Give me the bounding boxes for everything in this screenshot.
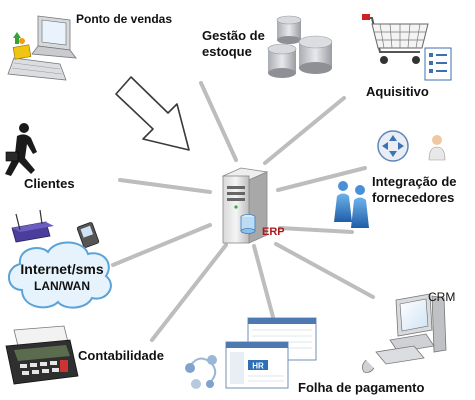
connector-contabilidade <box>150 243 228 342</box>
label-clientes: Clientes <box>24 176 75 191</box>
connector-estoque <box>199 81 238 162</box>
label-gestao-line1: Gestão de <box>202 28 265 43</box>
integration-hub-icon <box>377 130 409 162</box>
internet-cloud <box>8 241 112 309</box>
suppliers-people-icon <box>334 181 369 228</box>
label-integracao-line1: Integração de <box>372 174 457 189</box>
connector-clientes <box>118 178 212 194</box>
payroll-screens-icon: HR <box>225 317 317 389</box>
crm-computer-icon <box>362 293 447 373</box>
label-internet-lan-wan: Internet/sms LAN/WAN <box>14 260 110 294</box>
handheld-device-icon <box>76 222 100 248</box>
label-gestao-line2: estoque <box>202 44 252 59</box>
label-lan-wan: LAN/WAN <box>34 279 90 293</box>
database-disks-icon <box>267 15 333 78</box>
checklist-icon <box>424 47 452 81</box>
connector-internet <box>111 223 212 267</box>
user-icon <box>428 135 446 161</box>
erp-server-icon <box>221 167 269 244</box>
label-integracao-de-fornecedores: Integração de fornecedores <box>372 174 457 206</box>
label-gestao-de-estoque: Gestão de estoque <box>202 28 265 60</box>
label-internet-sms: Internet/sms <box>20 261 104 277</box>
running-client-icon <box>5 123 37 176</box>
label-aquisitivo: Aquisitivo <box>366 84 429 99</box>
label-integracao-line2: fornecedores <box>372 190 455 205</box>
calculator-icon <box>5 325 79 385</box>
connector-crm <box>274 242 375 299</box>
network-nodes-icon <box>185 355 217 389</box>
connector-folha <box>252 244 275 319</box>
shopping-cart-icon <box>362 14 429 64</box>
arrow-icon <box>115 76 190 151</box>
label-folha-de-pagamento: Folha de pagamento <box>298 380 425 395</box>
connector-lines <box>111 81 375 342</box>
router-icon <box>11 209 54 243</box>
connector-integracao <box>276 166 367 192</box>
label-crm: CRM <box>428 290 456 304</box>
connector-fornecedores <box>278 226 354 234</box>
label-contabilidade: Contabilidade <box>78 348 164 363</box>
pos-computer-icon <box>7 15 77 81</box>
label-ponto-de-vendas: Ponto de vendas <box>76 12 173 26</box>
connector-aquisitivo <box>263 96 346 165</box>
label-erp: ERP <box>262 226 285 238</box>
hr-badge: HR <box>252 362 264 371</box>
